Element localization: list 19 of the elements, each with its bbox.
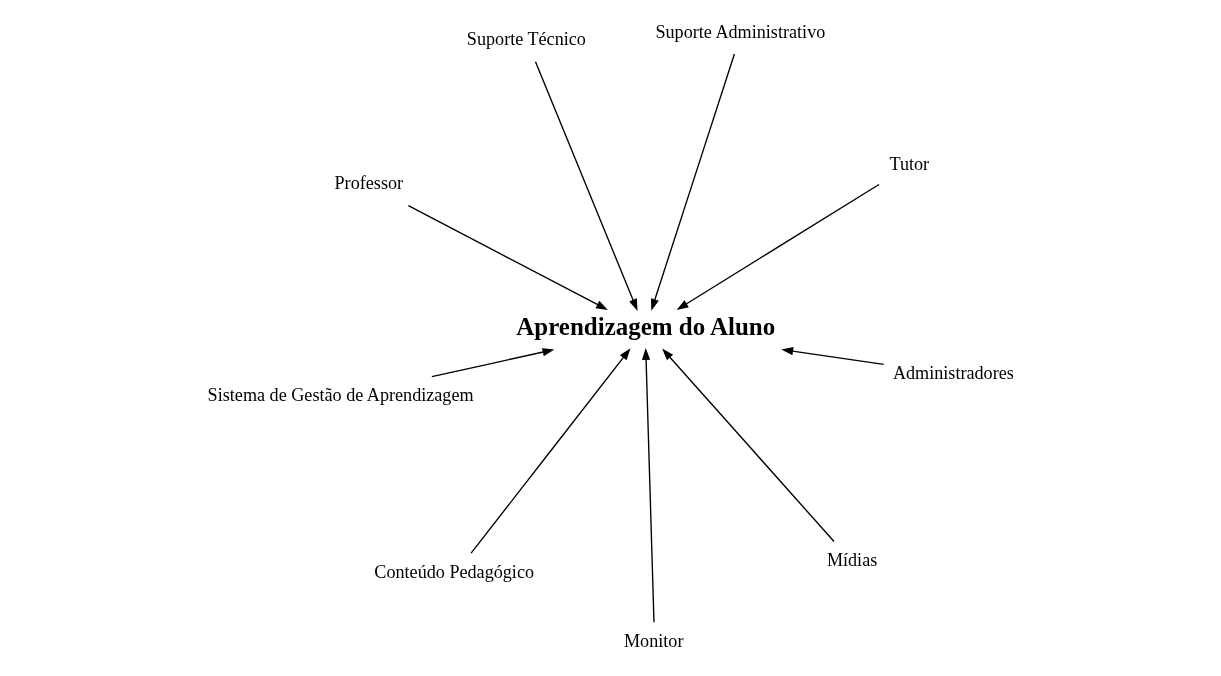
node-text: Conteúdo Pedagógico	[373, 562, 534, 583]
arrow	[676, 183, 880, 311]
node-text: Administradores	[892, 363, 1014, 383]
arrow	[650, 53, 735, 311]
node-text: Monitor	[623, 631, 683, 652]
arrow	[469, 348, 631, 554]
arrow	[641, 348, 655, 623]
node-text: Suporte Administrativo	[654, 21, 825, 42]
node-text: Suporte Técnico	[466, 29, 586, 50]
node-text: Mídias	[826, 550, 877, 571]
node-text: Tutor	[888, 153, 929, 174]
node-text: Professor	[334, 173, 403, 194]
node-text: Aprendizagem do Aluno	[515, 312, 775, 340]
arrow	[661, 348, 835, 543]
arrow	[780, 347, 884, 366]
node-text: Sistema de Gestão de Aprendizagem	[207, 385, 474, 406]
arrow	[407, 204, 608, 310]
arrow	[430, 348, 554, 378]
arrow	[534, 61, 638, 311]
